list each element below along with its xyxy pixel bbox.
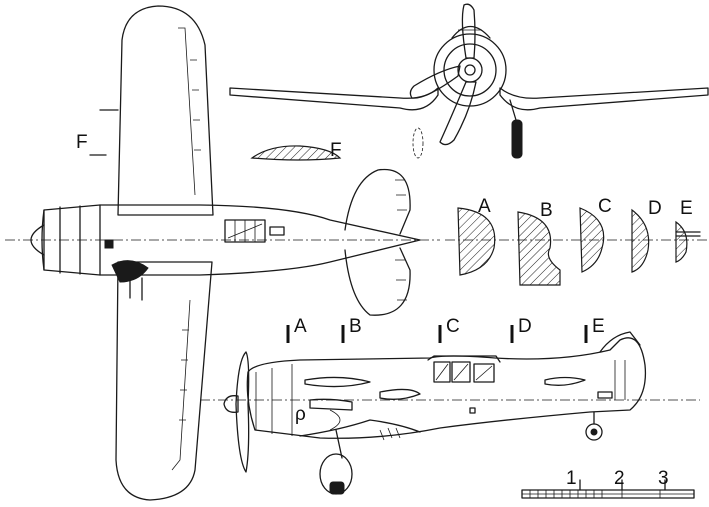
station-a-label: A [294, 316, 307, 337]
cross-sections: A B C D E [445, 196, 709, 286]
side-tail-fin [599, 331, 641, 353]
side-tail-wheel [585, 423, 603, 441]
scale-label-3: 3 [658, 468, 669, 489]
station-e-label: E [592, 316, 605, 337]
section-d [631, 208, 650, 273]
plan-fuselage [43, 204, 421, 276]
side-view: ρ [200, 331, 700, 495]
front-right-wing [499, 87, 709, 111]
section-e [675, 220, 688, 263]
plan-view: F [5, 5, 440, 501]
scale-label-2: 2 [614, 468, 625, 489]
f-airfoil-label: F [330, 140, 342, 161]
front-propeller-blade-left [409, 65, 461, 99]
plan-tailplane-lower [344, 247, 411, 316]
front-propeller-blade-down [439, 81, 477, 146]
section-b-label: B [540, 200, 553, 221]
plan-tailplane-upper [344, 168, 411, 235]
side-fuselage [246, 337, 647, 439]
side-canopy [427, 355, 501, 363]
section-c-label: C [598, 196, 612, 217]
section-e-label: E [680, 198, 693, 219]
scale-label-1: 1 [566, 468, 577, 489]
airfoil-f [250, 145, 342, 161]
station-c-label: C [446, 316, 460, 337]
side-propeller [235, 351, 250, 473]
plan-upper-wing [117, 5, 214, 216]
station-d-label: D [518, 316, 532, 337]
scale-bar: 1 2 3 [521, 468, 695, 499]
station-b-label: B [349, 316, 362, 337]
svg-text:ρ: ρ [295, 404, 306, 425]
front-left-wing [229, 87, 439, 111]
f-plan-label: F [76, 132, 88, 153]
station-markers: A B C D E [286, 316, 605, 343]
front-propeller-blade-up [461, 3, 476, 59]
section-a [457, 207, 496, 276]
airfoil-section-f: F [250, 140, 342, 161]
section-b [517, 211, 561, 286]
front-view [229, 3, 709, 159]
section-c [579, 207, 605, 273]
section-a-label: A [478, 196, 491, 217]
section-d-label: D [648, 198, 662, 219]
plan-lower-wing [115, 261, 213, 501]
